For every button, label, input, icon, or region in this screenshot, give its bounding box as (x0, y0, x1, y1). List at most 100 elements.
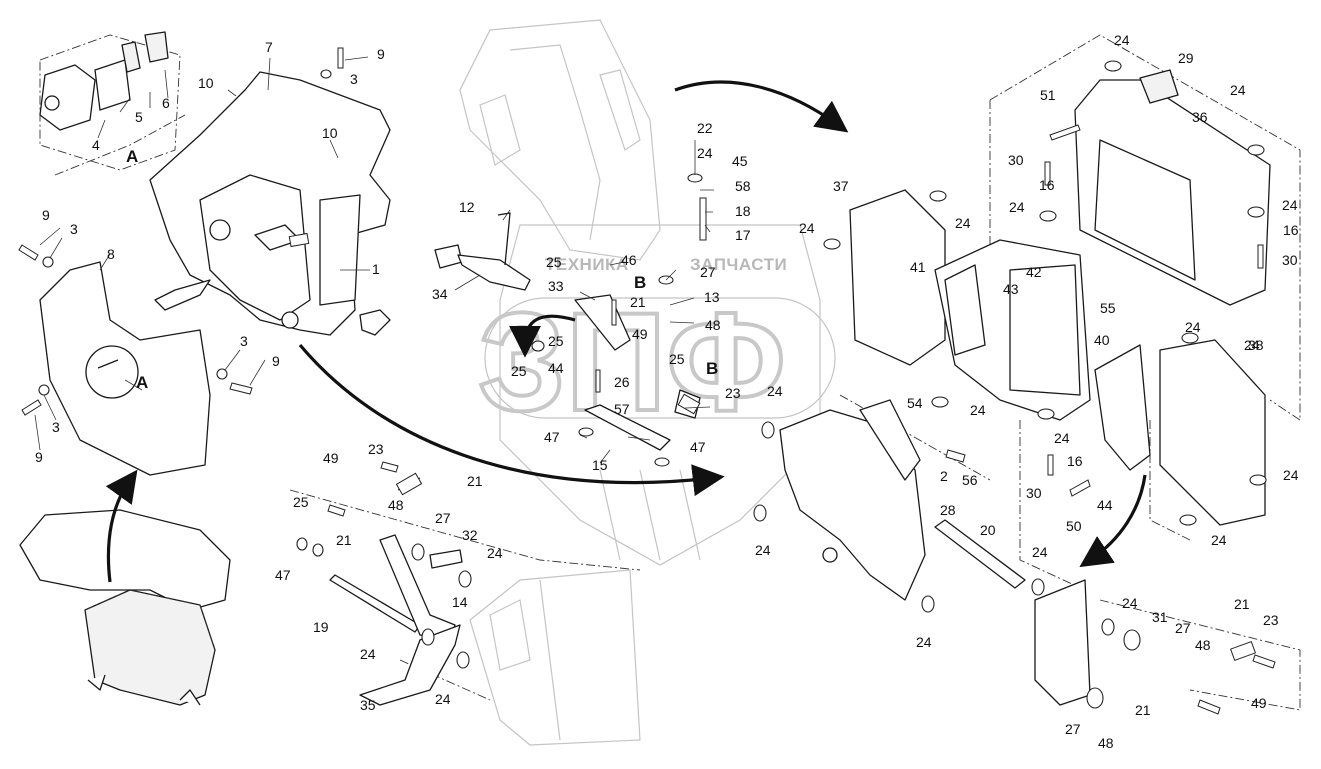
callout-22: 22 (697, 120, 713, 136)
callout-48: 48 (1195, 637, 1211, 653)
washers (38, 60, 1267, 709)
bracket-40 (1094, 344, 1151, 471)
callout-9: 9 (272, 353, 280, 369)
callout-21: 21 (1135, 702, 1151, 718)
callout-30: 30 (1008, 152, 1024, 168)
bracket-28-54 (779, 399, 926, 601)
callout-24: 24 (1185, 319, 1201, 335)
watermark-brand-right: ЗАПЧАСТИ (690, 255, 787, 274)
callout-24: 24 (799, 220, 815, 236)
callout-3: 3 (240, 333, 248, 349)
plate-bottom-right (1034, 579, 1091, 706)
callout-47: 47 (690, 439, 706, 455)
bracket-37 (849, 189, 946, 366)
callout-45: 45 (732, 153, 748, 169)
ghost-frame-center (459, 19, 661, 261)
watermark: ЗПФ ТЕХНИКА ЗАПЧАСТИ (476, 224, 836, 566)
shaft-20 (934, 519, 1026, 589)
callout-24: 24 (1032, 544, 1048, 560)
callout-24: 24 (1282, 197, 1298, 213)
callout-17: 17 (735, 227, 751, 243)
callout-23: 23 (368, 441, 384, 457)
callout-48: 48 (705, 317, 721, 333)
callout-24: 24 (1230, 82, 1246, 98)
lever-34 (434, 212, 531, 291)
callout-23: 23 (1263, 612, 1279, 628)
callout-24: 24 (1054, 430, 1070, 446)
callout-21: 21 (1234, 596, 1250, 612)
callout-27: 27 (435, 510, 451, 526)
callout-10: 10 (198, 75, 214, 91)
callout-57: 57 (614, 401, 630, 417)
callout-24: 24 (435, 691, 451, 707)
pedal-frame (149, 71, 391, 336)
callout-37: 37 (833, 178, 849, 194)
callout-9: 9 (42, 207, 50, 223)
tractor-silhouette (19, 509, 231, 706)
callout-24: 24 (1114, 32, 1130, 48)
callout-25: 25 (669, 351, 685, 367)
callout-35: 35 (360, 697, 376, 713)
callout-21: 21 (336, 532, 352, 548)
callout-49: 49 (1251, 695, 1267, 711)
cover-8 (39, 261, 211, 476)
view-label-a-cover: A (136, 373, 148, 392)
callout-25: 25 (546, 254, 562, 270)
callout-27: 27 (1065, 721, 1081, 737)
callout-48: 48 (388, 497, 404, 513)
callout-46: 46 (621, 252, 637, 268)
callout-24: 24 (697, 145, 713, 161)
callout-20: 20 (980, 522, 996, 538)
callout-36: 36 (1192, 109, 1208, 125)
callout-51: 51 (1040, 87, 1056, 103)
callout-21: 21 (467, 473, 483, 489)
callout-54: 54 (907, 395, 923, 411)
bolts (18, 47, 1276, 715)
callout-29: 29 (1178, 50, 1194, 66)
callout-3: 3 (70, 221, 78, 237)
callout-27: 27 (700, 264, 716, 280)
lock-inset (39, 31, 169, 131)
callout-40: 40 (1094, 332, 1110, 348)
callout-25: 25 (511, 363, 527, 379)
callout-48: 48 (1098, 735, 1114, 751)
callout-24: 24 (1009, 199, 1025, 215)
callout-3: 3 (52, 419, 60, 435)
callout-1: 1 (372, 261, 380, 277)
callout-25: 25 (293, 494, 309, 510)
callout-24: 24 (955, 215, 971, 231)
ghost-frame-bottom (469, 569, 641, 746)
callout-28: 28 (940, 502, 956, 518)
callout-6: 6 (162, 95, 170, 111)
callout-44: 44 (1097, 497, 1113, 513)
callout-10: 10 (322, 125, 338, 141)
callout-33: 33 (548, 278, 564, 294)
callout-15: 15 (592, 457, 608, 473)
watermark-brand-left: ТЕХНИКА (545, 255, 629, 274)
callout-23: 23 (725, 385, 741, 401)
callout-30: 30 (1026, 485, 1042, 501)
callout-24: 24 (1211, 532, 1227, 548)
callout-14: 14 (452, 594, 468, 610)
callout-8: 8 (107, 246, 115, 262)
callout-24: 24 (1244, 337, 1260, 353)
callout-16: 16 (1283, 222, 1299, 238)
callout-24: 24 (1122, 595, 1138, 611)
bracket-38 (1159, 339, 1266, 526)
callout-9: 9 (35, 449, 43, 465)
callout-5: 5 (135, 109, 143, 125)
callout-38: 38 (1248, 337, 1264, 353)
view-label-b-upper: B (634, 273, 646, 292)
callout-49: 49 (323, 450, 339, 466)
callout-44: 44 (548, 360, 564, 376)
callout-27: 27 (1175, 620, 1191, 636)
pedal-assembly-lower (329, 534, 463, 706)
callout-3: 3 (350, 71, 358, 87)
callout-24: 24 (916, 634, 932, 650)
callout-31: 31 (1152, 609, 1168, 625)
callout-41: 41 (910, 259, 926, 275)
callout-49: 49 (632, 326, 648, 342)
callout-25: 25 (548, 333, 564, 349)
callout-55: 55 (1100, 300, 1116, 316)
callout-24: 24 (755, 542, 771, 558)
